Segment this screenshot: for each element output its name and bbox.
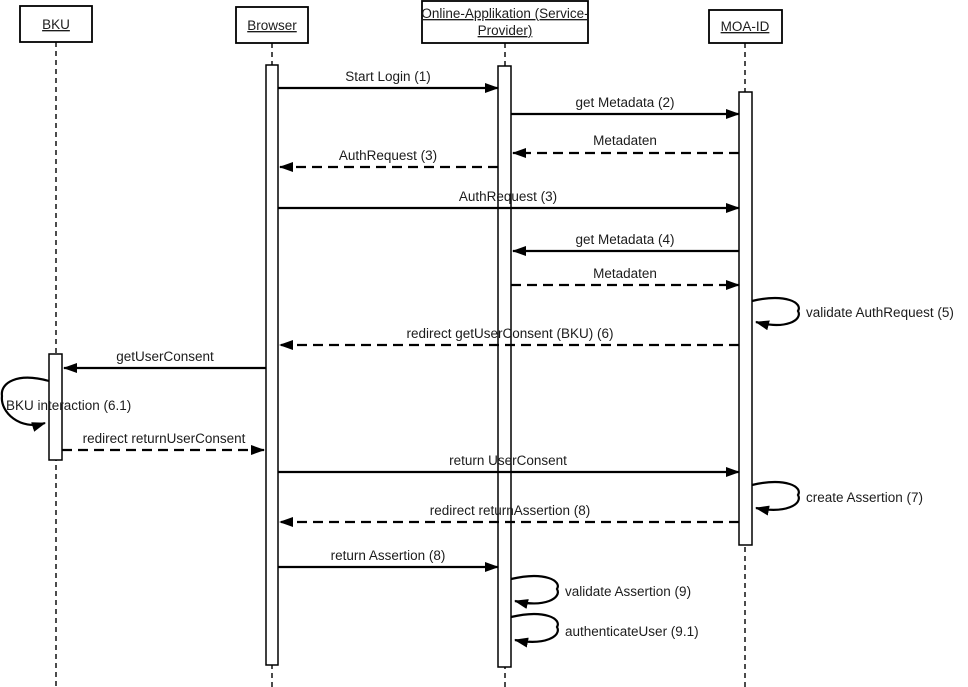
actor-bku: BKU (19, 5, 93, 43)
actor-browser: Browser (235, 6, 309, 44)
self-message-label-authenticateuser: authenticateUser (9.1) (565, 624, 699, 639)
activation-online-app (497, 65, 512, 668)
message-label-return-assertion: return Assertion (8) (331, 548, 446, 563)
activation-bku (48, 353, 63, 461)
actor-box-online-app (421, 0, 589, 44)
actor-box-bku (19, 5, 93, 43)
message-label-getuserconsent: getUserConsent (116, 349, 214, 364)
self-message-arrow-bku-interaction (0, 376, 50, 432)
message-label-authrequest: AuthRequest (3) (459, 189, 557, 204)
actor-online-app: Online-Applikation (Service- Provider) (421, 0, 589, 44)
message-label-redirect-returnuserconsent: redirect returnUserConsent (83, 431, 246, 446)
self-message-label-create-assertion: create Assertion (7) (806, 490, 923, 505)
message-label-metadaten-2: Metadaten (593, 266, 657, 281)
message-label-redirect-returnassertion: redirect returnAssertion (8) (430, 503, 591, 518)
actor-label-bku: BKU (42, 17, 70, 32)
message-label-authrequest-return: AuthRequest (3) (339, 148, 437, 163)
actor-label-online-app-line1: Online-Applikation (Service- (421, 6, 588, 21)
actor-label-browser: Browser (247, 18, 297, 33)
actor-moa-id: MOA-ID (708, 9, 783, 44)
message-label-get-metadata-2: get Metadata (2) (575, 95, 674, 110)
self-message-label-validate-authrequest: validate AuthRequest (5) (806, 305, 954, 320)
self-message-arrow-authenticateuser (510, 613, 559, 648)
actor-label-moa-id: MOA-ID (721, 19, 770, 34)
self-message-arrow-validate-assertion (510, 575, 559, 609)
message-label-get-metadata-4: get Metadata (4) (575, 232, 674, 247)
self-message-arrow-validate-authrequest (751, 297, 800, 331)
self-message-label-bku-interaction: BKU interaction (6.1) (6, 398, 131, 413)
message-label-metadaten-1: Metadaten (593, 133, 657, 148)
activation-moa-id (738, 91, 753, 546)
actor-box-browser (235, 6, 309, 44)
self-message-arrow-create-assertion (751, 481, 800, 516)
message-label-start-login: Start Login (1) (345, 69, 431, 84)
actor-box-moa-id (708, 9, 783, 44)
message-label-redirect-getuserconsent: redirect getUserConsent (BKU) (6) (406, 326, 613, 341)
activation-browser (265, 64, 279, 666)
message-label-return-userconsent: return UserConsent (449, 453, 567, 468)
self-message-label-validate-assertion: validate Assertion (9) (565, 584, 691, 599)
actor-label-online-app-line2: Provider) (478, 23, 533, 38)
